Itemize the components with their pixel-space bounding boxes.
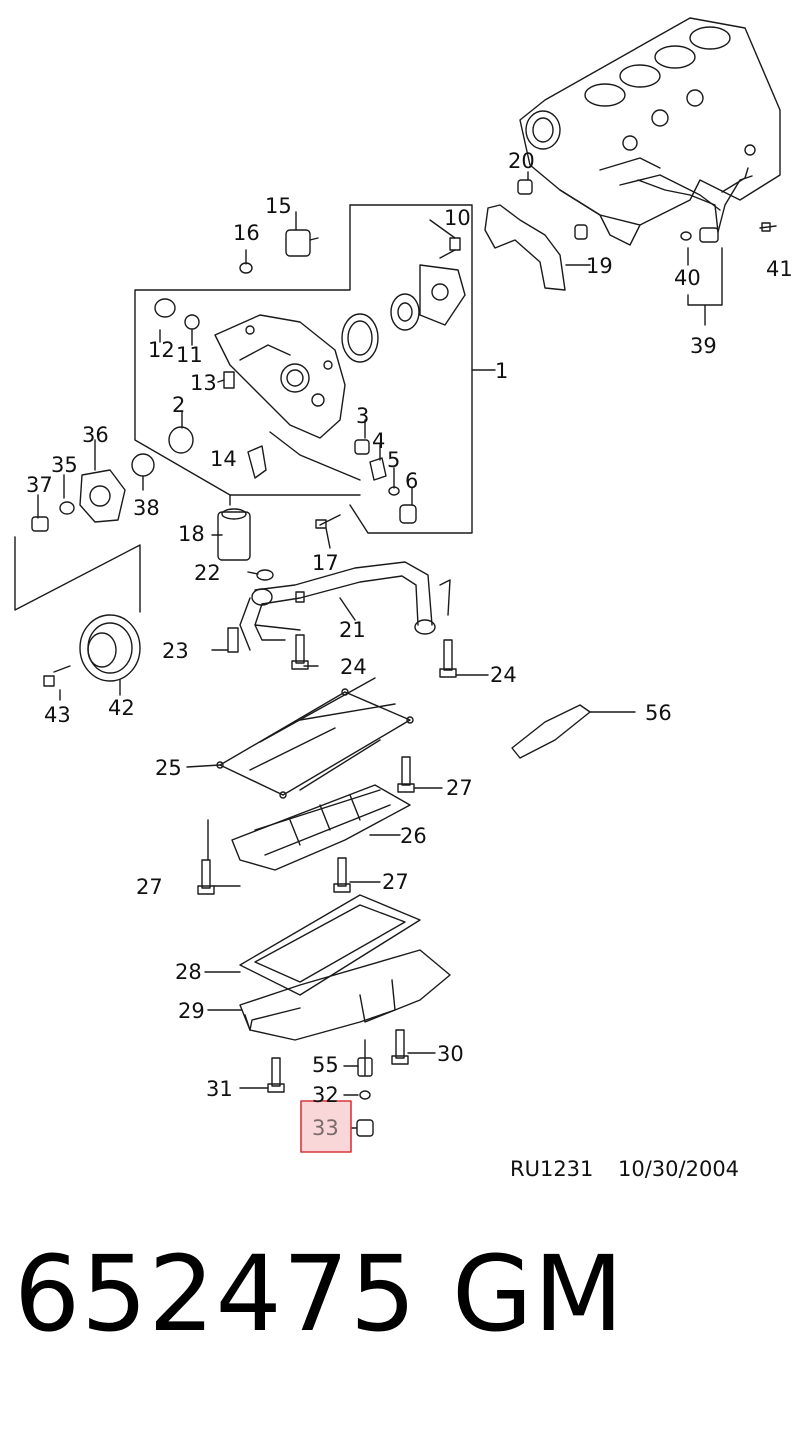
pipe-bolts-drawing bbox=[227, 627, 489, 678]
pulley-frame bbox=[14, 536, 141, 613]
drain-plug-drawing bbox=[356, 1119, 374, 1137]
callout-27-center[interactable]: 27 bbox=[382, 870, 409, 894]
callout-37[interactable]: 37 bbox=[26, 473, 53, 497]
callout-31[interactable]: 31 bbox=[206, 1077, 233, 1101]
oil-pan-drawing bbox=[239, 949, 451, 1041]
callout-24-lower[interactable]: 24 bbox=[490, 663, 517, 687]
windage-tray-drawing bbox=[231, 784, 411, 871]
callout-13[interactable]: 13 bbox=[190, 371, 217, 395]
callout-42[interactable]: 42 bbox=[108, 696, 135, 720]
callout-6[interactable]: 6 bbox=[405, 469, 418, 493]
callout-17[interactable]: 17 bbox=[312, 551, 339, 575]
callout-4[interactable]: 4 bbox=[372, 429, 385, 453]
callout-56[interactable]: 56 bbox=[645, 701, 672, 725]
callout-36[interactable]: 36 bbox=[82, 423, 109, 447]
oil-pan-gasket-drawing bbox=[239, 894, 421, 996]
part-19-drawing bbox=[484, 204, 566, 291]
oil-pump-body-drawing bbox=[214, 314, 346, 439]
baffle-frame-drawing bbox=[216, 677, 414, 799]
callout-5[interactable]: 5 bbox=[387, 448, 400, 472]
callout-14[interactable]: 14 bbox=[210, 447, 237, 471]
callout-19[interactable]: 19 bbox=[586, 254, 613, 278]
crank-sprocket-drawing bbox=[31, 453, 155, 532]
pump-gears-drawing bbox=[341, 264, 466, 363]
callout-22[interactable]: 22 bbox=[194, 561, 221, 585]
callout-39[interactable]: 39 bbox=[690, 334, 717, 358]
dipstick-tube-drawing bbox=[637, 175, 777, 243]
oil-filter-drawing bbox=[217, 494, 274, 581]
brand-name: GM bbox=[452, 1233, 625, 1355]
callout-40[interactable]: 40 bbox=[674, 266, 701, 290]
callout-18[interactable]: 18 bbox=[178, 522, 205, 546]
leader-lines bbox=[37, 171, 723, 1129]
drawing-code: RU1231 bbox=[510, 1157, 593, 1181]
callout-32[interactable]: 32 bbox=[312, 1083, 339, 1107]
callout-20[interactable]: 20 bbox=[508, 149, 535, 173]
oil-pickup-pipe-drawing bbox=[239, 561, 451, 651]
callout-27-left[interactable]: 27 bbox=[136, 875, 163, 899]
callout-27-right[interactable]: 27 bbox=[446, 776, 473, 800]
baffle-bolts-drawing bbox=[197, 756, 415, 895]
callout-21[interactable]: 21 bbox=[339, 618, 366, 642]
part-20-drawing bbox=[517, 179, 533, 195]
engine-block-drawing bbox=[519, 17, 781, 246]
callout-33[interactable]: 33 bbox=[312, 1116, 339, 1140]
callout-11[interactable]: 11 bbox=[176, 343, 203, 367]
callout-35[interactable]: 35 bbox=[51, 453, 78, 477]
callout-43[interactable]: 43 bbox=[44, 703, 71, 727]
oil-pump-assembly-frame bbox=[134, 204, 496, 534]
callout-38[interactable]: 38 bbox=[133, 496, 160, 520]
callout-41[interactable]: 41 bbox=[766, 257, 793, 281]
callout-55[interactable]: 55 bbox=[312, 1053, 339, 1077]
drawing-date: 10/30/2004 bbox=[618, 1157, 739, 1181]
callout-labels: 1 2 3 4 5 6 10 11 12 13 14 15 16 17 18 1… bbox=[26, 149, 793, 1140]
highlight-box bbox=[300, 1100, 352, 1153]
callout-10[interactable]: 10 bbox=[444, 206, 471, 230]
callout-30[interactable]: 30 bbox=[437, 1042, 464, 1066]
callout-29[interactable]: 29 bbox=[178, 999, 205, 1023]
callout-2[interactable]: 2 bbox=[172, 393, 185, 417]
callout-12[interactable]: 12 bbox=[148, 338, 175, 362]
callout-1[interactable]: 1 bbox=[495, 359, 508, 383]
crank-pulley-drawing bbox=[43, 614, 141, 687]
callout-28[interactable]: 28 bbox=[175, 960, 202, 984]
callout-24-upper[interactable]: 24 bbox=[340, 655, 367, 679]
callout-3[interactable]: 3 bbox=[356, 404, 369, 428]
exploded-parts-diagram: 1 2 3 4 5 6 10 11 12 13 14 15 16 17 18 1… bbox=[14, 17, 793, 1181]
callout-23[interactable]: 23 bbox=[162, 639, 189, 663]
callout-25[interactable]: 25 bbox=[155, 756, 182, 780]
part-number: 652475 bbox=[14, 1233, 418, 1355]
sealant-tube-drawing bbox=[511, 704, 636, 759]
callout-16[interactable]: 16 bbox=[233, 221, 260, 245]
pump-small-parts-drawing bbox=[154, 229, 461, 529]
callout-15[interactable]: 15 bbox=[265, 194, 292, 218]
callout-26[interactable]: 26 bbox=[400, 824, 427, 848]
